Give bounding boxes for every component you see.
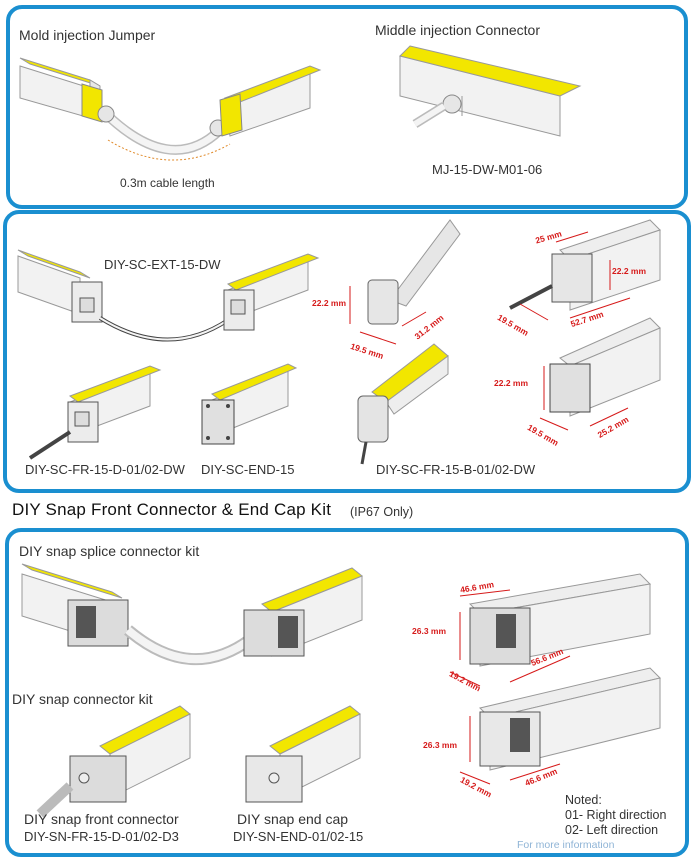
fr-d-code: DIY-SC-FR-15-D-01/02-DW: [25, 462, 185, 477]
notes-left: 02- Left direction: [565, 823, 659, 837]
dim-c-height: 22.2 mm: [494, 378, 529, 388]
jumper-title: Mold injection Jumper: [19, 27, 156, 43]
direction-notes: Noted: 01- Right direction 02- Left dire…: [565, 793, 666, 838]
front-connector-code: DIY-SN-FR-15-D-01/02-D3: [24, 829, 179, 844]
snap-end-dim-illustration: [459, 667, 661, 785]
dim-snap-a-height: 26.3 mm: [412, 626, 447, 636]
fr-b-illustration: [357, 343, 449, 465]
connector-kit-title: DIY snap connector kit: [12, 691, 153, 707]
front-connector-illustration: [36, 705, 191, 818]
end-code: DIY-SC-END-15: [201, 462, 295, 477]
snap-splice-dim-illustration: [449, 573, 652, 687]
end-cap-label: DIY snap end cap: [237, 811, 349, 827]
panel-mold-injection: [6, 5, 688, 209]
middle-connector-illustration: [399, 45, 582, 137]
mold-jumper-illustration: [19, 57, 322, 161]
end-dim-illustration: [539, 317, 661, 431]
cable-length-label: 0.3m cable length: [120, 176, 215, 190]
fr-d-illustration: [28, 365, 162, 460]
end-cap-code: DIY-SN-END-01/02-15: [233, 829, 364, 844]
end-cap-snap-illustration: [245, 705, 361, 803]
more-info-link[interactable]: For more information: [517, 839, 615, 851]
front-connector-label: DIY snap front connector: [24, 811, 179, 827]
middle-connector-code: MJ-15-DW-M01-06: [432, 162, 543, 177]
dim-b-height: 22.2 mm: [612, 266, 647, 276]
fr-b-code: DIY-SC-FR-15-B-01/02-DW: [376, 462, 536, 477]
section-subtitle: (IP67 Only): [350, 505, 414, 519]
dim-a-height: 22.2 mm: [312, 298, 347, 308]
section-title: DIY Snap Front Connector & End Cap Kit: [12, 500, 332, 519]
ext-connector-illustration: [17, 249, 320, 342]
splice-kit-title: DIY snap splice connector kit: [19, 543, 200, 559]
notes-right: 01- Right direction: [565, 808, 667, 822]
ext-code: DIY-SC-EXT-15-DW: [104, 257, 221, 272]
dim-snap-b-height: 26.3 mm: [423, 740, 458, 750]
ext-dim-illustration: [509, 219, 661, 321]
notes-title: Noted:: [565, 793, 602, 807]
end-cap-illustration: [201, 363, 298, 445]
splice-kit-illustration: [21, 563, 363, 666]
fr-b-dim-illustration: [349, 219, 461, 345]
connector-title: Middle injection Connector: [375, 22, 540, 38]
